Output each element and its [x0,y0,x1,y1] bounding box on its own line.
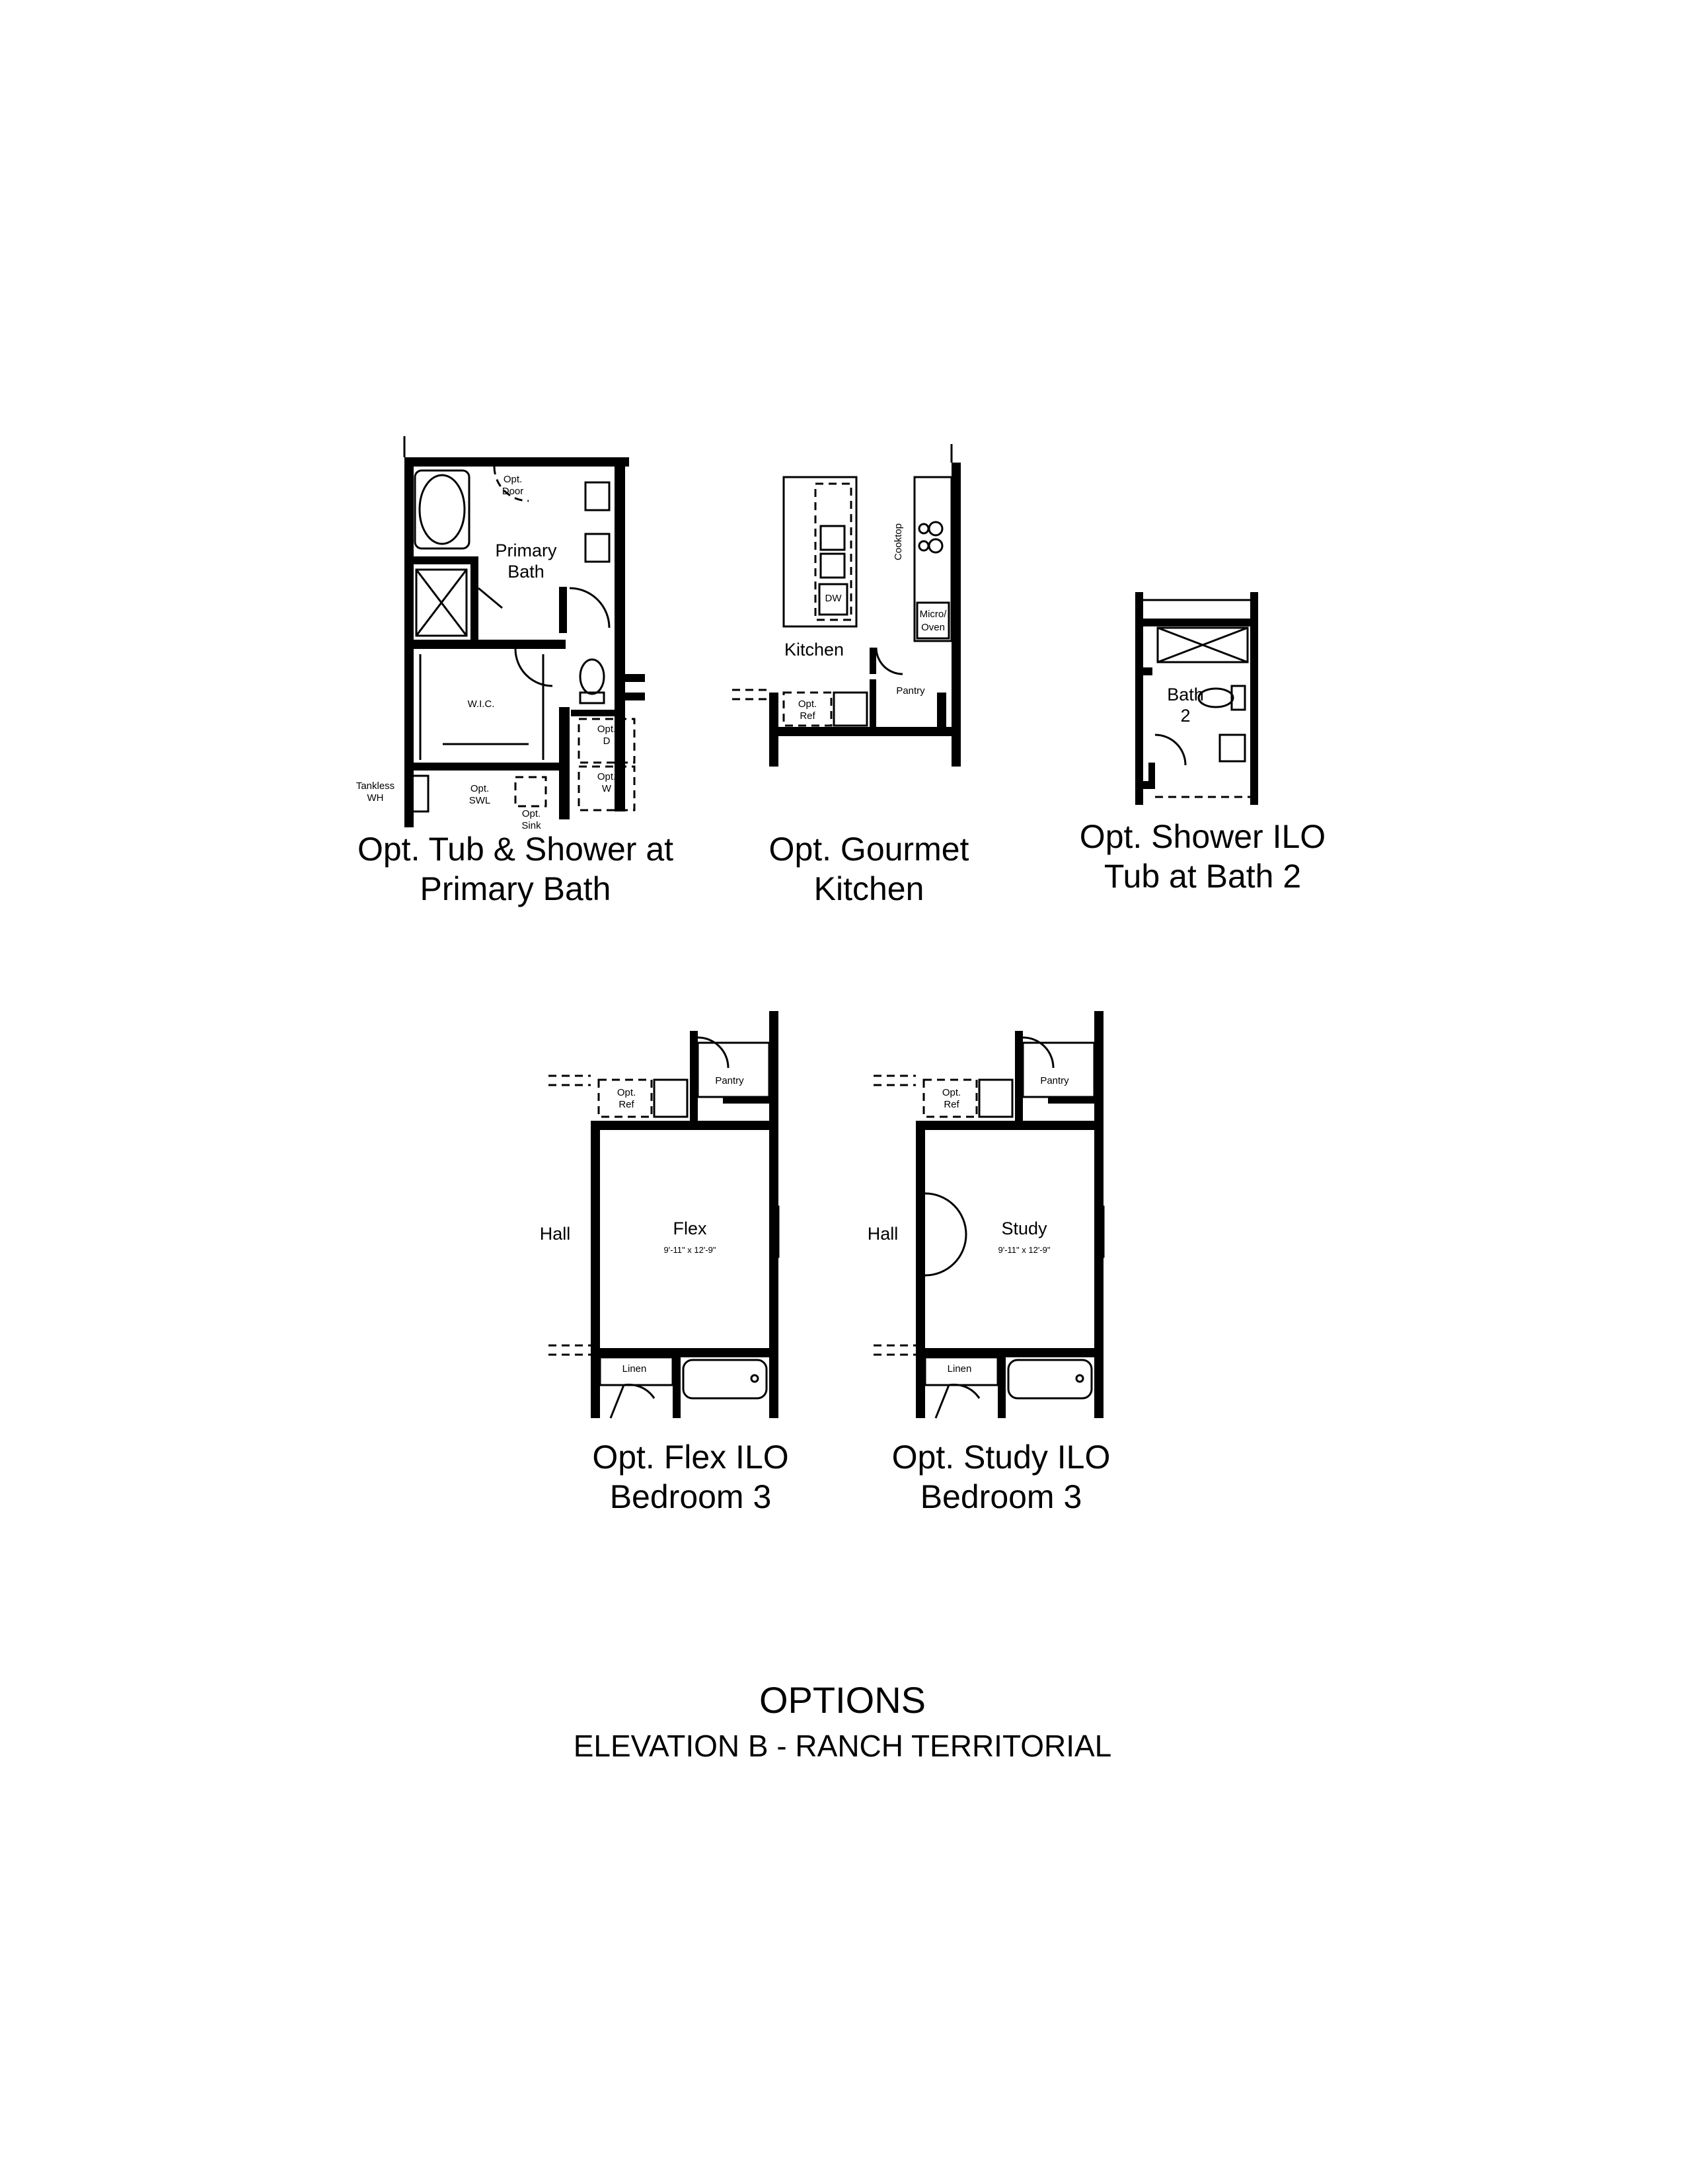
bath2-number: 2 [1180,706,1190,726]
flex-hall-label: Hall [540,1224,571,1244]
dryer-label: D [603,735,611,747]
room-label-bath: Bath [507,562,544,582]
caption-gourmet-kitchen: Opt. Gourmet Kitchen [714,829,1024,909]
study-hall-label: Hall [868,1224,899,1244]
washer-label: W [602,783,612,794]
bath2-label: Bath [1167,685,1204,704]
caption-flex: Opt. Flex ILO Bedroom 3 [542,1437,839,1517]
caption-flex-line1: Opt. Flex ILO [592,1439,789,1476]
study-opt-ref-label: Opt. [942,1087,961,1098]
kitchen-label: Kitchen [784,640,844,659]
plan-shower-bath2: Bath 2 [1135,592,1258,805]
pantry-label: Pantry [896,685,925,697]
caption-gourmet-kitchen-line2: Kitchen [813,870,924,907]
sink-label: Sink [521,820,541,831]
caption-gourmet-kitchen-line1: Opt. Gourmet [768,831,969,868]
plan-gourmet-kitchen: Kitchen Cooktop DW Micro/ Oven Pantry Op… [732,444,961,767]
opt-swl-label: Opt. [470,783,489,794]
caption-primary-bath-line1: Opt. Tub & Shower at [357,831,674,868]
study-room-dims: 9'-11" x 12'-9" [998,1245,1051,1255]
caption-shower-bath2-line2: Tub at Bath 2 [1104,858,1302,895]
caption-study-line1: Opt. Study ILO [891,1439,1111,1476]
flex-pantry-label: Pantry [715,1075,744,1086]
caption-primary-bath-line2: Primary Bath [420,870,611,907]
opt-door-label: Opt. [504,474,522,485]
flex-room-dims: 9'-11" x 12'-9" [664,1245,716,1255]
opt-sink-label: Opt. [522,808,541,819]
ref-label: Ref [800,710,815,722]
study-ref-label: Ref [944,1099,959,1110]
caption-flex-line2: Bedroom 3 [609,1478,772,1515]
dw-label: DW [825,593,842,604]
caption-shower-bath2: Opt. Shower ILO Tub at Bath 2 [1031,817,1374,896]
micro-label: Micro/ [920,609,948,620]
wh-label: WH [367,792,384,804]
oven-label: Oven [921,622,945,633]
opt-washer-label: Opt. [597,771,616,782]
study-room-label: Study [1001,1219,1047,1238]
study-linen-label: Linen [948,1363,972,1374]
opt-door-label-2: Door [502,486,524,497]
opt-dryer-label: Opt. [597,724,616,735]
plan-primary-bath: Opt. Door Primary Bath W.I.C. Tankless W… [356,436,645,831]
swl-label: SWL [469,795,491,806]
wic-label: W.I.C. [468,698,495,710]
room-label-primary: Primary [496,541,557,560]
flex-ref-label: Ref [618,1099,634,1110]
plan-flex: Opt. Ref Pantry Flex 9'-11" x 12'-9" Hal… [540,1011,780,1419]
flex-room-label: Flex [673,1219,707,1238]
cooktop-label: Cooktop [893,523,904,560]
tankless-label: Tankless [356,780,394,792]
page-title: OPTIONS [759,1679,926,1721]
caption-primary-bath: Opt. Tub & Shower at Primary Bath [317,829,714,909]
flex-linen-label: Linen [622,1363,647,1374]
caption-study: Opt. Study ILO Bedroom 3 [852,1437,1150,1517]
study-pantry-label: Pantry [1040,1075,1069,1086]
flex-opt-ref-label: Opt. [617,1087,636,1098]
opt-ref-label: Opt. [798,698,817,710]
caption-study-line2: Bedroom 3 [920,1478,1082,1515]
page-subtitle: ELEVATION B - RANCH TERRITORIAL [573,1729,1112,1763]
caption-shower-bath2-line1: Opt. Shower ILO [1079,818,1326,855]
plan-study: Opt. Ref Pantry Study 9'-11" x 12'-9" Ha… [868,1011,1105,1419]
